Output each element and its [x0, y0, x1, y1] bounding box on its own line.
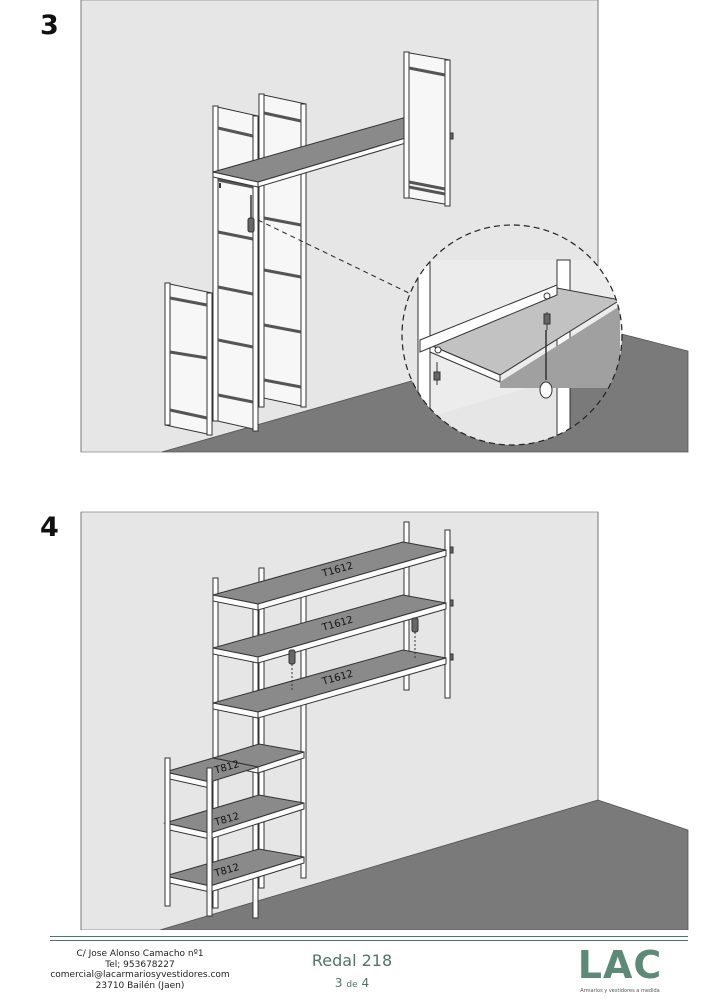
screwdriver-icon: [247, 195, 255, 233]
page-current: 3: [334, 976, 343, 990]
page-separator: de: [346, 980, 358, 990]
page-total: 4: [361, 976, 370, 990]
short-shelf-2: T812: [163, 794, 305, 840]
phone-line: Tel; 953678227: [105, 959, 175, 970]
company-address: C/ Jose Alonso Camacho nº1 Tel; 95367822…: [40, 949, 240, 991]
floor: [159, 799, 689, 930]
long-shelf-lower: T1612: [212, 649, 447, 719]
address-line: C/ Jose Alonso Camacho nº1: [76, 949, 204, 959]
footer-divider: [50, 936, 688, 937]
footer-divider: [50, 940, 688, 941]
logo-text: LAC: [577, 943, 663, 987]
long-shelf-top: T1612: [212, 541, 447, 611]
step-4-illustration: T1612 T1612 T1612 T812 T812 T81: [80, 511, 689, 930]
step-4-number: 4: [40, 512, 59, 543]
long-shelf-middle: T1612: [212, 594, 447, 664]
page-number: 3 de 4: [300, 976, 404, 990]
company-logo: LAC Armarios y vestidores a medida: [574, 944, 666, 998]
tall-frame-b: [258, 93, 307, 408]
model-name: Redal 218: [311, 951, 393, 970]
step-3-illustration: [80, 0, 689, 453]
screwdriver-icon: [288, 617, 419, 692]
short-shelf-3: T812: [164, 848, 305, 893]
step-3-number: 3: [40, 10, 59, 41]
zoom-detail: [401, 224, 623, 446]
logo-tagline: Armarios y vestidores a medida: [580, 988, 660, 994]
email-line: comercial@lacarmariosyvestidores.com: [50, 970, 230, 980]
small-frame-left: [164, 757, 213, 917]
zoom-callout-line: [257, 219, 414, 296]
frame-right: [403, 51, 454, 207]
tall-frame-a: [212, 105, 259, 432]
city-line: 23710 Bailén (Jaen): [95, 980, 185, 991]
small-frame-left: [164, 282, 213, 436]
